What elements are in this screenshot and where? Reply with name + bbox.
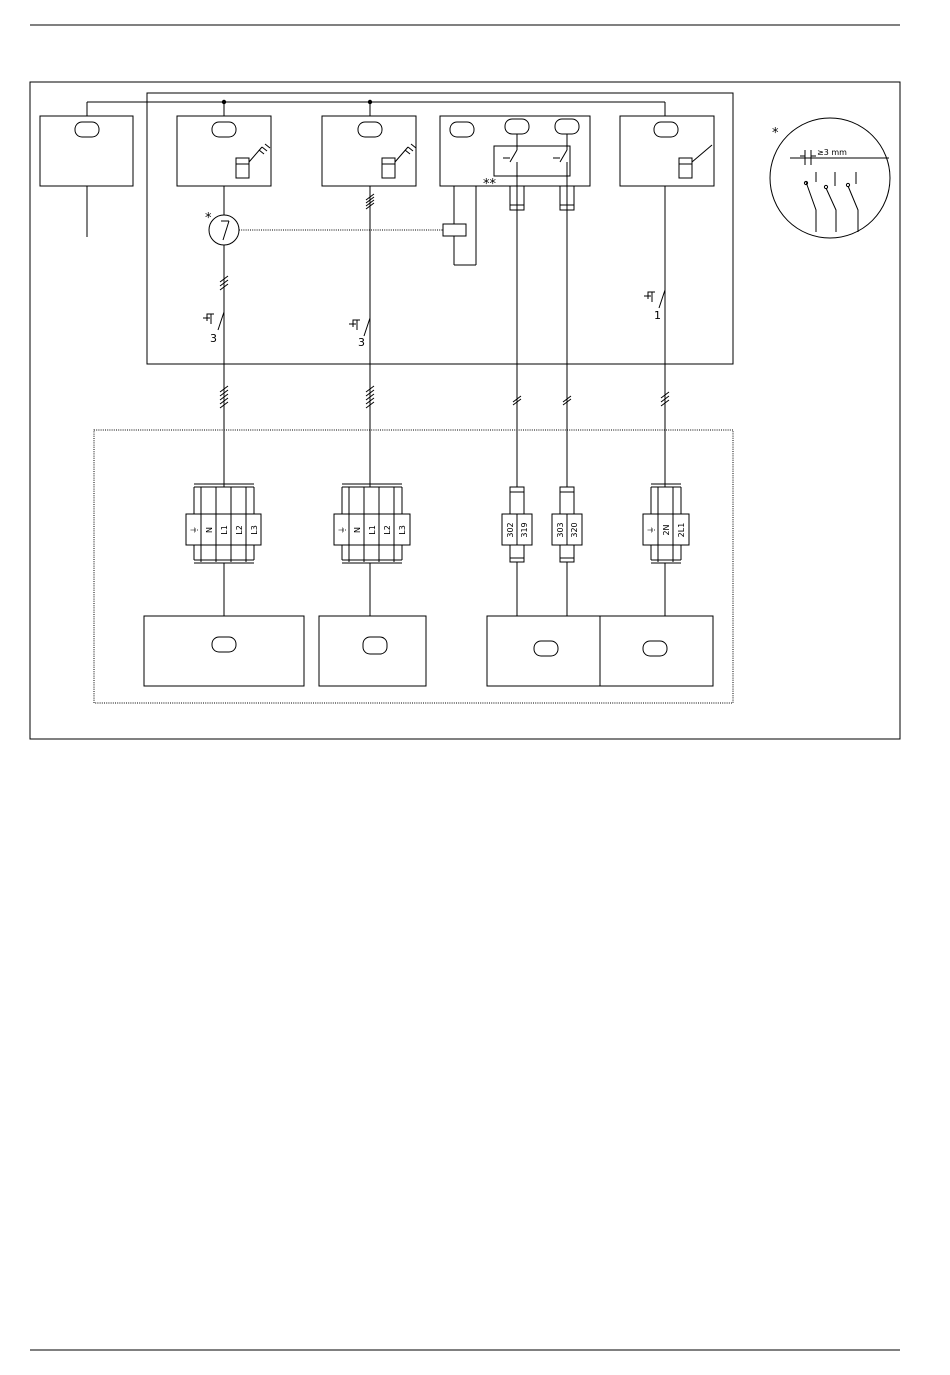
breaker-2: 3 — [349, 318, 370, 349]
unit-4-indicator-lamp-b — [505, 119, 529, 134]
unit-3-plug-icon — [382, 144, 416, 178]
tb1-label-1: N — [205, 527, 214, 533]
contact-gap-detail: * ≥3 mm — [770, 118, 890, 238]
gap-label: ≥3 mm — [817, 148, 847, 157]
terminal-block-3: 302 319 — [502, 487, 532, 616]
timer-circuit: * — [205, 186, 476, 265]
bottom-unit-3 — [487, 616, 713, 686]
relay-coil — [443, 224, 466, 236]
terminal-block-1: ⏚ N L1 L2 L3 — [186, 484, 261, 616]
unit-3-indicator-lamp — [358, 122, 382, 137]
unit-box-1 — [40, 116, 133, 237]
breaker-3-label: 1 — [654, 309, 661, 322]
bottom-unit-2-indicator-lamp — [363, 637, 387, 654]
double-asterisk-mark: ** — [483, 177, 497, 192]
unit-4-indicator-lamp-c — [555, 119, 579, 134]
asterisk-mark: * — [205, 211, 212, 226]
breaker-1: 3 — [203, 312, 224, 345]
breaker-1-label: 3 — [210, 332, 217, 345]
tb2-label-3: L2 — [383, 525, 392, 535]
timer-symbol — [209, 215, 239, 245]
bottom-unit-3-indicator-lamp-a — [534, 641, 558, 656]
tb4-label-0: 303 — [556, 522, 565, 537]
breaker-2-label: 3 — [358, 336, 365, 349]
unit-5-plug-icon — [679, 145, 712, 178]
unit-2-indicator-lamp — [212, 122, 236, 137]
tb1-label-2: L1 — [220, 525, 229, 535]
unit-1-indicator-lamp — [75, 122, 99, 137]
lower-housing — [94, 430, 733, 703]
unit-5-indicator-lamp — [654, 122, 678, 137]
unit-box-2 — [177, 116, 271, 186]
tb2-label-1: N — [353, 527, 362, 533]
conductor-ticks — [220, 194, 669, 408]
unit-4-indicator-lamp-a — [450, 122, 474, 137]
unit-2-plug-icon — [236, 144, 270, 178]
terminal-block-5: ⏚ 2N 2L1 — [643, 484, 689, 616]
breaker-3: 1 — [644, 290, 665, 322]
tb1-label-0: ⏚ — [190, 526, 199, 534]
tb5-label-1: 2N — [662, 524, 671, 535]
unit-box-4: ** — [440, 116, 590, 210]
tb1-label-3: L2 — [235, 525, 244, 535]
terminal-block-4: 303 320 — [552, 487, 582, 616]
tb2-label-2: L1 — [368, 525, 377, 535]
tb3-label-1: 319 — [520, 522, 529, 537]
detail-asterisk-mark: * — [772, 126, 779, 141]
wires — [224, 186, 665, 487]
tb5-label-2: 2L1 — [677, 523, 686, 538]
unit-box-3 — [322, 116, 416, 186]
tb1-label-4: L3 — [250, 525, 259, 535]
unit-box-5 — [620, 116, 714, 186]
tb2-label-4: L3 — [398, 525, 407, 535]
outer-frame — [30, 82, 900, 739]
top-bus — [87, 100, 665, 116]
bottom-unit-3-indicator-lamp-b — [643, 641, 667, 656]
bottom-unit-2 — [319, 616, 426, 686]
tb5-label-0: ⏚ — [647, 526, 656, 534]
bottom-unit-1 — [144, 616, 304, 686]
tb4-label-1: 320 — [570, 522, 579, 537]
tb3-label-0: 302 — [506, 522, 515, 537]
relay-contact-frame — [494, 146, 570, 176]
bottom-unit-1-indicator-lamp — [212, 637, 236, 652]
terminal-block-2: ⏚ N L1 L2 L3 — [334, 484, 410, 616]
tb2-label-0: ⏚ — [338, 526, 347, 534]
